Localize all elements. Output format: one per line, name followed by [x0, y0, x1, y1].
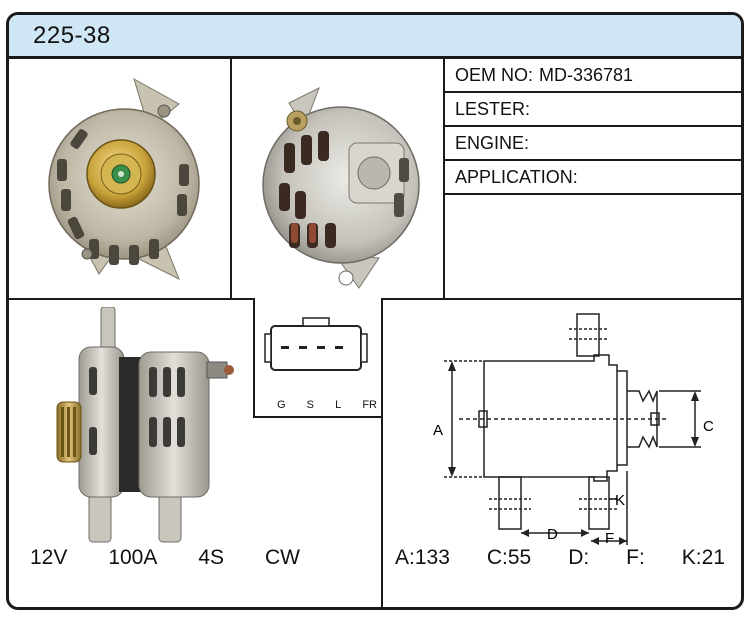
application-row: APPLICATION:: [445, 161, 741, 195]
lester-label: LESTER:: [455, 98, 531, 119]
engine-row: ENGINE:: [445, 127, 741, 161]
divider: [443, 59, 445, 300]
dimension-a: A:133: [395, 546, 450, 569]
dimension-d: D:: [568, 546, 590, 569]
dimension-drawing: A C D F K: [433, 313, 714, 547]
amperage-spec: 100A: [108, 546, 158, 569]
dim-label-d: D: [547, 526, 558, 543]
dimension-c: C:55: [486, 546, 532, 569]
title-bar: 225-38: [9, 15, 741, 59]
dimension-f: F:: [626, 546, 645, 569]
alternator-rear-photo: [262, 86, 420, 289]
lester-row: LESTER:: [445, 93, 741, 127]
oem-row: OEM NO: MD-336781: [445, 59, 741, 93]
connector-plug-icon: [264, 317, 368, 371]
rotation-spec: CW: [264, 546, 300, 569]
dimension-specs: A:133 C:55 D: F: K:21: [395, 546, 725, 570]
pin-label: FR: [362, 399, 377, 411]
part-number: 225-38: [33, 21, 111, 49]
engine-label: ENGINE:: [455, 132, 530, 153]
oem-label: OEM NO:: [455, 64, 534, 85]
pin-label: L: [335, 399, 342, 411]
oem-value: MD-336781: [539, 64, 634, 85]
dim-label-f: F: [605, 530, 614, 547]
application-label: APPLICATION:: [455, 166, 578, 187]
voltage-spec: 12V: [30, 546, 68, 569]
divider: [230, 59, 232, 300]
electrical-specs: 12V 100A 4S CW: [30, 546, 300, 570]
dim-label-a: A: [433, 422, 443, 439]
product-card: 225-38 OEM NO: MD-336781 LESTER: ENGINE:…: [6, 12, 744, 610]
pulley-spec: 4S: [198, 546, 225, 569]
dimension-k: K:21: [681, 546, 725, 569]
alternator-front-photo: [48, 77, 200, 281]
pin-label: S: [306, 399, 314, 411]
pin-label: G: [277, 399, 286, 411]
connector-diagram-box: [253, 298, 383, 418]
dim-label-k: K: [615, 492, 625, 509]
divider: [381, 298, 383, 607]
dim-label-c: C: [703, 418, 714, 435]
connector-pin-labels: G S L FR: [277, 399, 377, 411]
alternator-side-photo: [56, 307, 234, 543]
